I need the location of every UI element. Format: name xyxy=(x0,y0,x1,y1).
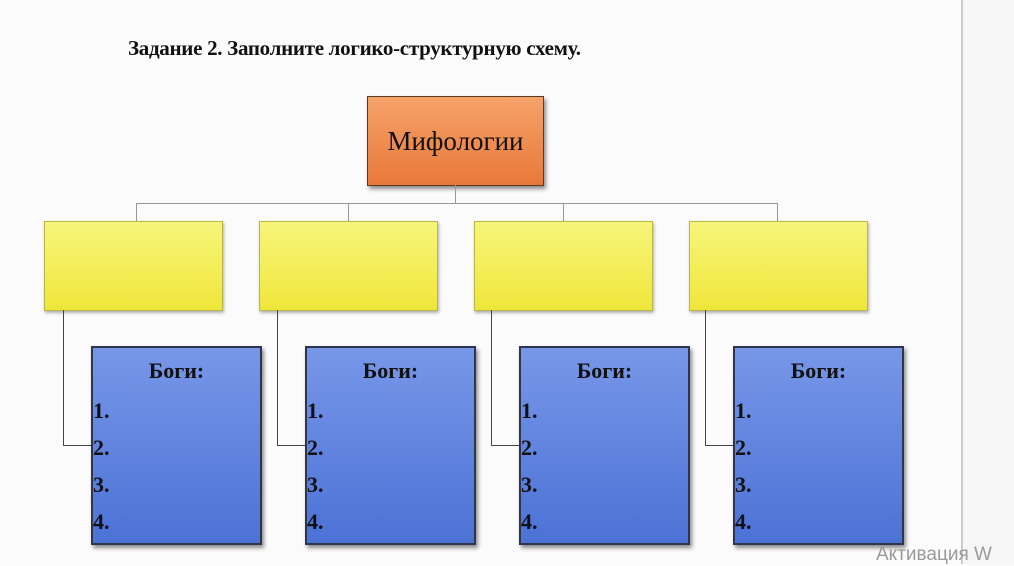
gods-box-2[interactable]: Боги: 1. 2. 3. 4. xyxy=(305,346,476,545)
connector-line xyxy=(455,184,456,203)
category-box-4[interactable] xyxy=(689,221,868,311)
root-node-mythologies: Мифологии xyxy=(367,96,544,186)
gods-item: 2. xyxy=(735,435,752,460)
gods-item: 3. xyxy=(307,472,324,497)
gods-item: 1. xyxy=(93,398,110,423)
gods-box-3[interactable]: Боги: 1. 2. 3. 4. xyxy=(519,346,690,545)
gods-item: 3. xyxy=(93,472,110,497)
gods-item: 1. xyxy=(735,398,752,423)
connector-line xyxy=(777,203,778,221)
activation-watermark: Активация W xyxy=(876,544,992,565)
gods-item: 2. xyxy=(307,435,324,460)
connector-line xyxy=(563,203,564,221)
gods-heading: Боги: xyxy=(148,358,205,383)
gods-item: 1. xyxy=(307,398,324,423)
gods-item: 4. xyxy=(735,509,752,534)
connector-line xyxy=(63,310,92,446)
gods-item: 2. xyxy=(93,435,110,460)
connector-line xyxy=(491,310,520,446)
gods-heading: Боги: xyxy=(576,358,633,383)
gods-item: 4. xyxy=(307,509,324,534)
gods-item: 4. xyxy=(521,509,538,534)
category-box-2[interactable] xyxy=(259,221,438,311)
gods-item: 2. xyxy=(521,435,538,460)
gods-item: 4. xyxy=(93,509,110,534)
category-box-1[interactable] xyxy=(44,221,223,311)
gods-heading: Боги: xyxy=(362,358,419,383)
gods-item: 3. xyxy=(521,472,538,497)
connector-line xyxy=(136,203,778,204)
connector-line xyxy=(136,203,137,221)
gods-box-4[interactable]: Боги: 1. 2. 3. 4. xyxy=(733,346,904,545)
gods-heading: Боги: xyxy=(790,358,847,383)
connector-line xyxy=(348,203,349,221)
root-label: Мифологии xyxy=(387,125,524,156)
task-title: Задание 2. Заполните логико-структурную … xyxy=(128,36,581,60)
gods-box-1[interactable]: Боги: 1. 2. 3. 4. xyxy=(91,346,262,545)
side-panel xyxy=(961,0,1014,564)
connector-line xyxy=(277,310,306,446)
gods-item: 1. xyxy=(521,398,538,423)
category-box-3[interactable] xyxy=(474,221,653,311)
connector-line xyxy=(705,310,734,446)
gods-item: 3. xyxy=(735,472,752,497)
